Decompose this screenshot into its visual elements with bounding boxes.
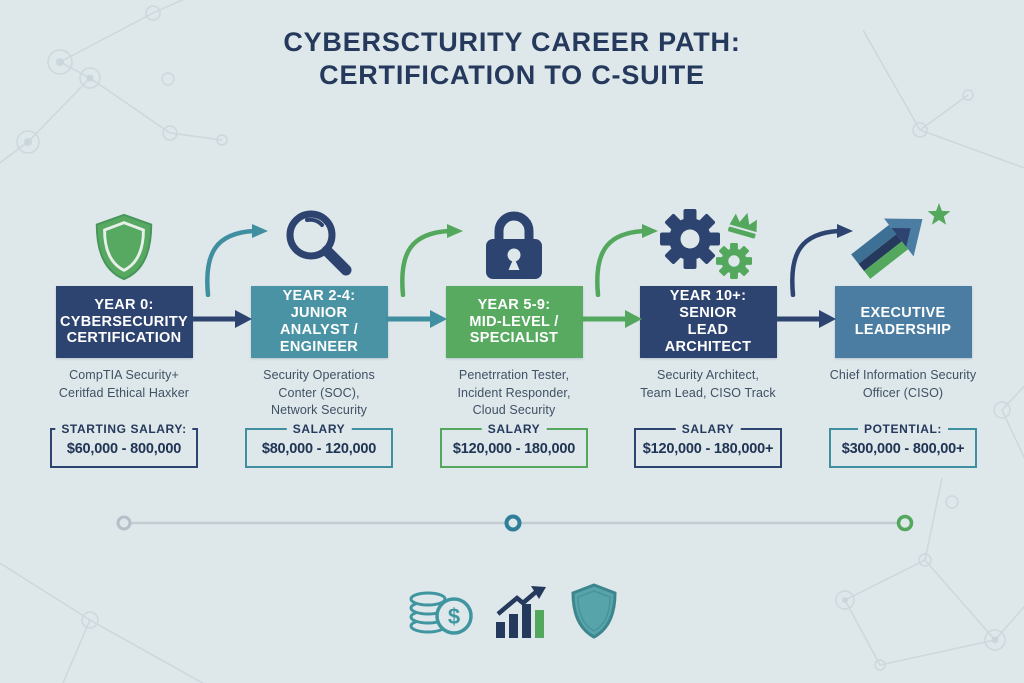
salary-label: STARTING SALARY: xyxy=(55,422,193,436)
salary-box: POTENTIAL: $300,000 - 800,00+ xyxy=(829,422,977,468)
stage-description: Security Operations Conter (SOC), Networ… xyxy=(263,368,375,417)
timeline-dot-end xyxy=(896,514,914,532)
connector-arrow-2 xyxy=(386,310,447,328)
salary-value: $120,000 - 180,000+ xyxy=(642,441,774,457)
curved-arrow-3 xyxy=(595,224,658,297)
salary-box: STARTING SALARY: $60,000 - 800,000 xyxy=(50,422,198,468)
stage-title: EXECUTIVE LEADERSHIP xyxy=(854,305,952,338)
timeline-dot-middle xyxy=(504,514,522,532)
salary-value: $80,000 - 120,000 xyxy=(261,441,377,457)
salary-label: SALARY xyxy=(286,422,352,436)
connector-arrow-4 xyxy=(775,310,836,328)
connector-arrow-1 xyxy=(191,310,252,328)
stage-description: Penetrration Tester, Incident Responder,… xyxy=(457,368,571,417)
footer-icon-row: $ xyxy=(0,583,1024,639)
salary-box: SALARY $120,000 - 180,000+ xyxy=(634,422,782,468)
stage-description: Chief Information Security Officer (CISO… xyxy=(829,368,977,400)
curved-arrow-4 xyxy=(790,224,853,297)
salary-label: POTENTIAL: xyxy=(858,422,948,436)
stage-description: CompTIA Security+ Ceritfad Ethical Haxke… xyxy=(58,368,190,400)
salary-value: $300,000 - 800,00+ xyxy=(841,441,965,457)
shield-icon xyxy=(39,195,209,281)
salary-box: SALARY $120,000 - 180,000 xyxy=(440,422,588,468)
curved-arrow-1 xyxy=(205,224,268,297)
timeline-dot-start xyxy=(116,515,132,531)
svg-text:$: $ xyxy=(448,604,460,629)
padlock-icon xyxy=(429,195,599,281)
stage-title-box: EXECUTIVE LEADERSHIP xyxy=(834,286,972,358)
growth-arrow-star-icon xyxy=(818,195,988,281)
salary-value: $60,000 - 800,000 xyxy=(66,441,182,457)
shield-badge-icon xyxy=(571,583,617,639)
stage-title: YEAR 2-4: JUNIOR ANALYST / ENGINEER xyxy=(279,288,359,355)
salary-box: SALARY $80,000 - 120,000 xyxy=(245,422,393,468)
stage-year-10-plus: YEAR 10+: SENIOR LEAD ARCHITECT Security… xyxy=(623,195,793,468)
stage-title: YEAR 5-9: MID-LEVEL / SPECIALIST xyxy=(469,296,559,347)
connector-arrow-3 xyxy=(581,310,642,328)
stage-year-5-9: YEAR 5-9: MID-LEVEL / SPECIALIST Penetrr… xyxy=(429,195,599,468)
page-title: CYBERSCTURITY CAREER PATH: CERTIFICATION… xyxy=(0,26,1024,92)
salary-label: SALARY xyxy=(675,422,741,436)
gears-crown-icon xyxy=(623,195,793,281)
page-title-line1: CYBERSCTURITY CAREER PATH: xyxy=(283,27,741,57)
curved-arrow-2 xyxy=(400,224,463,297)
stage-title: YEAR 0: CYBERSECURITY CERTIFICATION xyxy=(60,296,188,347)
page-title-line2: CERTIFICATION TO C-SUITE xyxy=(319,59,705,90)
stage-year-2-4: YEAR 2-4: JUNIOR ANALYST / ENGINEER Secu… xyxy=(234,195,404,468)
stage-year-0: YEAR 0: CYBERSECURITY CERTIFICATION Comp… xyxy=(39,195,209,468)
stage-title-box: YEAR 2-4: JUNIOR ANALYST / ENGINEER xyxy=(250,286,388,358)
progress-timeline xyxy=(116,514,914,532)
stage-title-box: YEAR 10+: SENIOR LEAD ARCHITECT xyxy=(639,286,777,358)
stage-title-box: YEAR 0: CYBERSECURITY CERTIFICATION xyxy=(55,286,193,358)
stage-executive: EXECUTIVE LEADERSHIP Chief Information S… xyxy=(818,195,988,468)
salary-label: SALARY xyxy=(481,422,547,436)
salary-value: $120,000 - 180,000 xyxy=(452,441,576,457)
coins-dollar-icon: $ xyxy=(409,591,473,635)
stage-title: YEAR 10+: SENIOR LEAD ARCHITECT xyxy=(664,288,752,355)
stage-description: Security Architect, Team Lead, CISO Trac… xyxy=(640,368,776,400)
magnifier-icon xyxy=(234,195,404,281)
stage-title-box: YEAR 5-9: MID-LEVEL / SPECIALIST xyxy=(445,286,583,358)
bar-chart-growth-icon xyxy=(496,586,546,638)
